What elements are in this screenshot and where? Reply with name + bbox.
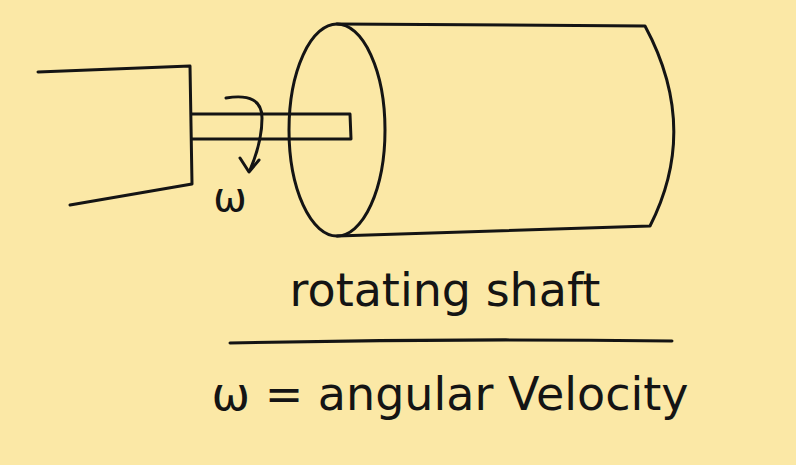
cylinder-body <box>337 24 674 236</box>
arrow-head <box>240 158 259 172</box>
definition-note: ω = angular Velocity <box>212 368 689 421</box>
omega-symbol: ω <box>213 174 247 220</box>
underline <box>230 340 672 343</box>
shaft <box>192 114 351 139</box>
part-name: rotating shaft <box>290 264 601 317</box>
cylinder-face <box>289 24 385 236</box>
motor-housing <box>38 66 192 205</box>
rotation-arrow <box>226 97 262 170</box>
